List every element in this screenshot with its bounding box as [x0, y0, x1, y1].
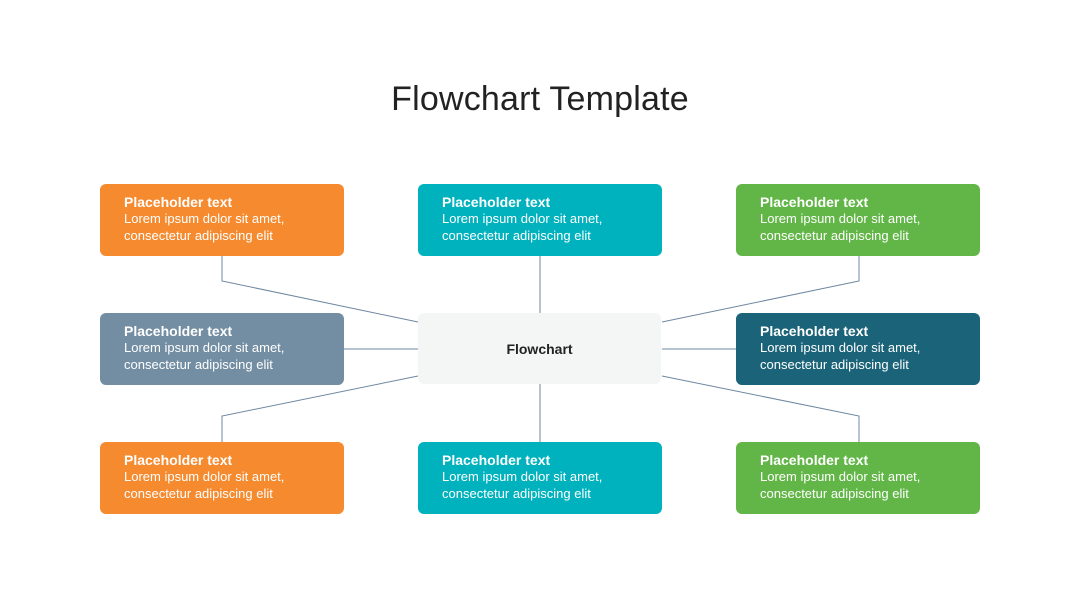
- connector-bottom-right: [661, 375, 860, 442]
- node-title: Placeholder text: [760, 452, 869, 468]
- node-title: Placeholder text: [760, 194, 869, 210]
- node-middle-right: Placeholder text Lorem ipsum dolor sit a…: [736, 313, 980, 385]
- connector-top-right: [661, 256, 860, 323]
- center-node-label: Flowchart: [506, 340, 573, 357]
- node-body: Lorem ipsum dolor sit amet, consectetur …: [760, 469, 921, 501]
- node-body: Lorem ipsum dolor sit amet, consectetur …: [442, 469, 603, 501]
- node-bottom-center: Placeholder text Lorem ipsum dolor sit a…: [418, 442, 662, 514]
- page-title: Flowchart Template: [391, 80, 689, 118]
- node-title: Placeholder text: [442, 194, 551, 210]
- node-top-left: Placeholder text Lorem ipsum dolor sit a…: [100, 184, 344, 256]
- node-title: Placeholder text: [124, 194, 233, 210]
- flowchart-center-node: Flowchart: [418, 313, 661, 384]
- connector-top-left: [221, 256, 419, 323]
- node-body: Lorem ipsum dolor sit amet, consectetur …: [760, 211, 921, 243]
- node-body: Lorem ipsum dolor sit amet, consectetur …: [760, 340, 921, 372]
- node-top-center: Placeholder text Lorem ipsum dolor sit a…: [418, 184, 662, 256]
- node-bottom-right: Placeholder text Lorem ipsum dolor sit a…: [736, 442, 980, 514]
- node-title: Placeholder text: [760, 323, 869, 339]
- node-body: Lorem ipsum dolor sit amet, consectetur …: [124, 469, 285, 501]
- node-bottom-left: Placeholder text Lorem ipsum dolor sit a…: [100, 442, 344, 514]
- node-title: Placeholder text: [442, 452, 551, 468]
- node-body: Lorem ipsum dolor sit amet, consectetur …: [442, 211, 603, 243]
- node-middle-left: Placeholder text Lorem ipsum dolor sit a…: [100, 313, 344, 385]
- node-title: Placeholder text: [124, 323, 233, 339]
- connector-bottom-left: [221, 375, 419, 442]
- node-title: Placeholder text: [124, 452, 233, 468]
- node-body: Lorem ipsum dolor sit amet, consectetur …: [124, 340, 285, 372]
- node-top-right: Placeholder text Lorem ipsum dolor sit a…: [736, 184, 980, 256]
- node-body: Lorem ipsum dolor sit amet, consectetur …: [124, 211, 285, 243]
